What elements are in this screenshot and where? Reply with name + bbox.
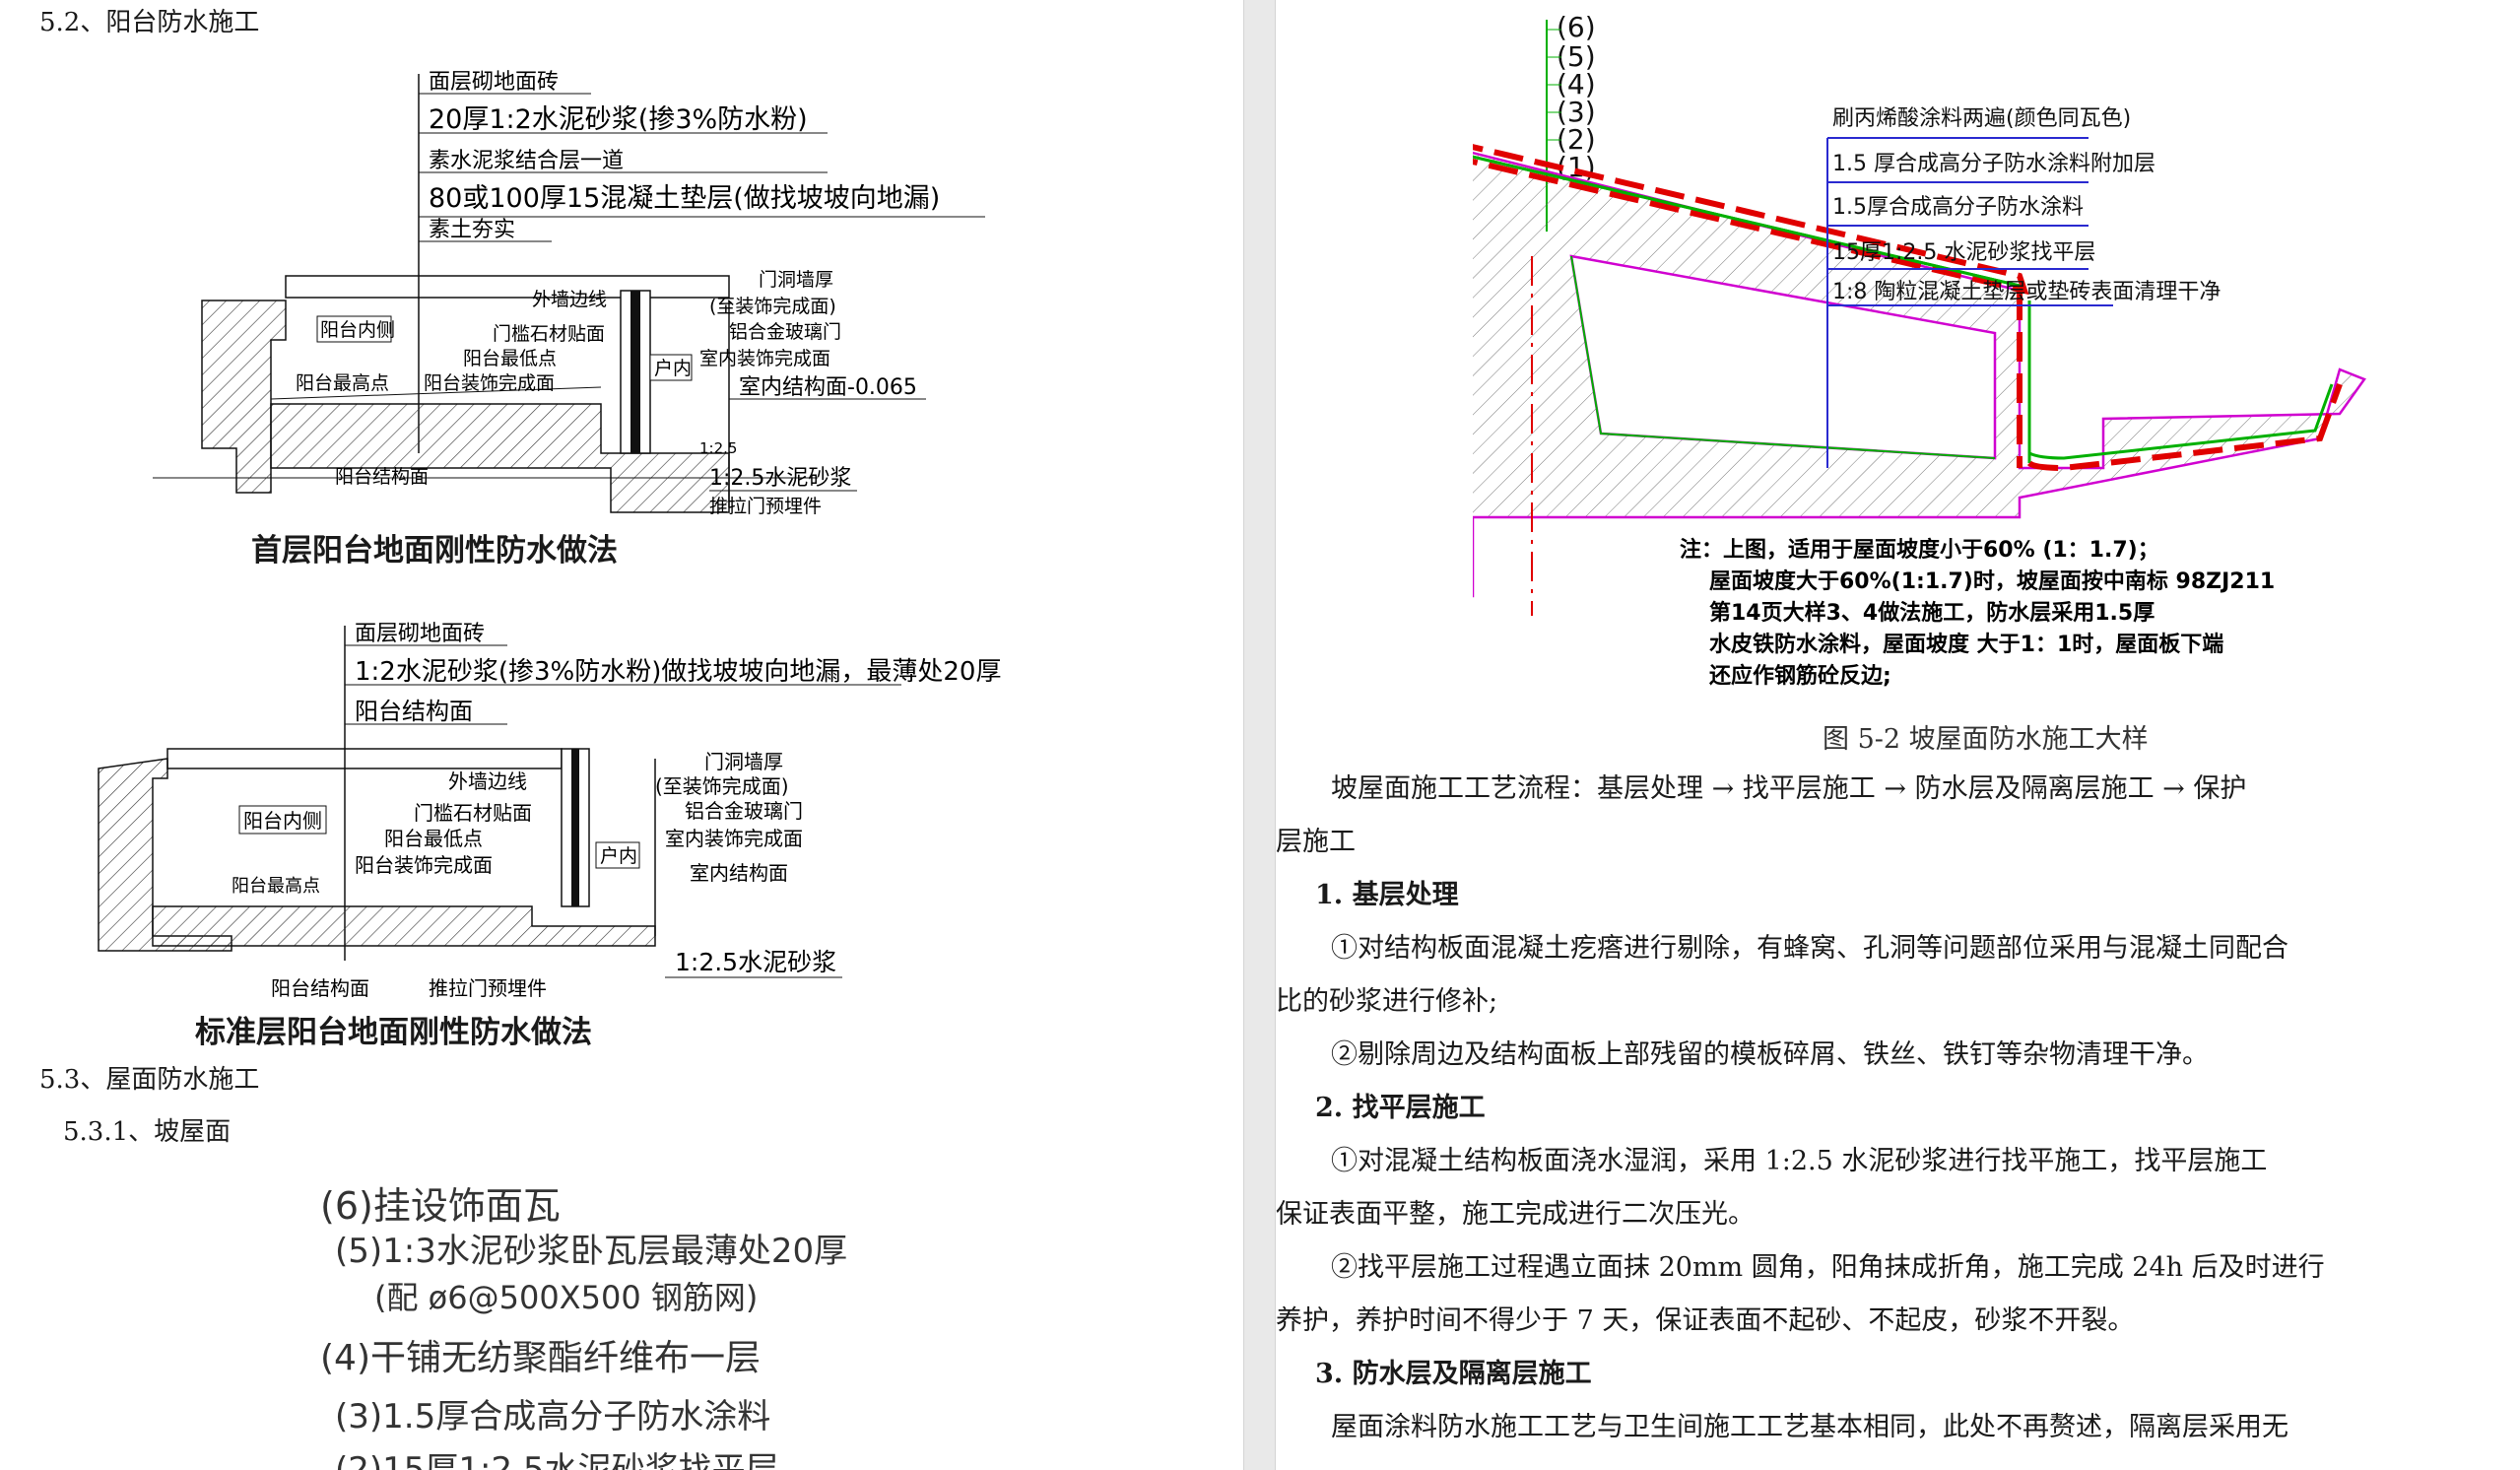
f1-label-embedded: 推拉门预埋件 xyxy=(709,496,822,517)
layer-6: (6)挂设饰面瓦 xyxy=(320,1184,561,1228)
f2-label-threshold: 门槛石材贴面 xyxy=(414,801,532,825)
s2-paragraph1-line2: 保证表面平整，施工完成进行二次压光。 xyxy=(1276,1199,1755,1230)
f1-label-inner: 阳台内侧 xyxy=(320,319,395,341)
layer-2: (2)15厚1:2.5水泥砂浆找平层 xyxy=(335,1450,779,1470)
fig3-label-1: 1.5 厚合成高分子防水涂料附加层 xyxy=(1832,152,2155,176)
f1-label-concrete: 80或100厚15混凝土垫层(做找坡坡向地漏) xyxy=(429,183,940,214)
fig3-label-2: 1.5厚合成高分子防水涂料 xyxy=(1832,195,2084,220)
s1-paragraph1-line2: 比的砂浆进行修补; xyxy=(1276,986,1498,1017)
layer-5-note: (配 ø6@500X500 钢筋网) xyxy=(374,1279,759,1316)
s2-paragraph1-line1: ①对混凝土结构板面浇水湿润，采用 1:2.5 水泥砂浆进行找平施工，找平层施工 xyxy=(1331,1146,2268,1176)
f1-label-slurry: 素水泥浆结合层一道 xyxy=(429,149,624,173)
fig3-note-1: 屋面坡度大于60%(1:1.7)时，坡屋面按中南标 98ZJ211 xyxy=(1709,568,2275,594)
s1-paragraph1-line1: ①对结构板面混凝土疙瘩进行剔除，有蜂窝、孔洞等问题部位采用与混凝土同配合 xyxy=(1331,933,2288,964)
s3-paragraph1-line1: 屋面涂料防水施工工艺与卫生间施工工艺基本相同，此处不再赘述，隔离层采用无 xyxy=(1331,1412,2288,1442)
f1-label-struct: 阳台结构面 xyxy=(335,466,429,488)
f2-label-alu-glass: 铝合金玻璃门 xyxy=(685,799,803,823)
f2-label-embedded: 推拉门预埋件 xyxy=(429,976,547,1000)
f1-label-threshold: 门槛石材贴面 xyxy=(493,323,605,345)
f2-label-struct-top: 阳台结构面 xyxy=(355,698,473,725)
layer-4: (4)干铺无纺聚酯纤维布一层 xyxy=(320,1338,761,1378)
f1-label-indoor-finish: 室内装饰完成面 xyxy=(699,348,830,369)
f2-label-finish: 阳台装饰完成面 xyxy=(355,853,493,877)
num-3: (3) xyxy=(1557,96,1596,128)
f1-label-highest: 阳台最高点 xyxy=(296,372,389,394)
f2-label-indoor-finish: 室内装饰完成面 xyxy=(665,827,803,850)
num-5: (5) xyxy=(1557,40,1596,73)
f2-label-lowest: 阳台最低点 xyxy=(384,827,483,850)
layer-numbers: (6) (5) (4) (3) (2) (1) xyxy=(1557,11,1596,183)
fig3-label-4: 1:8 陶粒混凝土垫层或垫砖表面清理干净 xyxy=(1832,280,2221,304)
f2-label-door-thick: 门洞墙厚 xyxy=(704,750,783,773)
flow-paragraph-line2: 层施工 xyxy=(1276,827,1356,857)
f1-label-finish: 阳台装饰完成面 xyxy=(424,372,555,394)
f2-label-indoor: 户内 xyxy=(600,845,637,867)
f2-label-highest: 阳台最高点 xyxy=(232,876,320,897)
right-page: (6) (5) (4) (3) (2) (1) 刷丙烯酸涂料两遍(颜色同瓦色) … xyxy=(1276,0,2520,1470)
fig3-note: 注：上图，适用于屋面坡度小于60% (1：1.7)； 屋面坡度大于60%(1:1… xyxy=(1680,537,2275,689)
fig2-caption: 标准层阳台地面刚性防水做法 xyxy=(195,1015,592,1050)
f1-label-door-thick: 门洞墙厚 xyxy=(759,269,833,291)
fig1-caption: 首层阳台地面刚性防水做法 xyxy=(251,533,618,568)
page-gutter xyxy=(1243,0,1276,1470)
fig3-label-0: 刷丙烯酸涂料两遍(颜色同瓦色) xyxy=(1832,106,2131,131)
layer-3: (3)1.5厚合成高分子防水涂料 xyxy=(335,1397,771,1437)
num-4: (4) xyxy=(1557,68,1596,100)
section-3-title: 3. 防水层及隔离层施工 xyxy=(1315,1359,1592,1389)
f1-label-indoor: 户内 xyxy=(654,358,692,379)
f2-label-tile: 面层砌地面砖 xyxy=(355,622,485,646)
fig1-balcony-ground-drawing: 面层砌地面砖 20厚1:2水泥砂浆(掺3%防水粉) 素水泥浆结合层一道 80或1… xyxy=(153,70,985,517)
f1-label-alu-glass: 铝合金玻璃门 xyxy=(729,321,841,343)
fig3-note-0: 注：上图，适用于屋面坡度小于60% (1：1.7)； xyxy=(1680,537,2159,563)
f1-label-ratio: 1:2.5 xyxy=(699,439,737,457)
s1-paragraph2: ②剔除周边及结构面板上部残留的模板碎屑、铁丝、铁钉等杂物清理干净。 xyxy=(1331,1039,2209,1070)
f2-label-indoor-struct: 室内结构面 xyxy=(690,861,788,885)
f1-label-mortar: 20厚1:2水泥砂浆(掺3%防水粉) xyxy=(429,104,808,135)
f1-label-mortar25: 1:2.5水泥砂浆 xyxy=(709,466,851,491)
fig3-slope-roof-drawing: (6) (5) (4) (3) (2) (1) 刷丙烯酸涂料两遍(颜色同瓦色) … xyxy=(1473,11,2366,689)
f2-label-struct: 阳台结构面 xyxy=(271,976,369,1000)
f2-label-inner: 阳台内侧 xyxy=(243,809,322,833)
heading-5-3: 5.3、屋面防水施工 xyxy=(39,1065,260,1095)
f2-label-to-finish: (至装饰完成面) xyxy=(655,774,789,798)
f1-label-to-finish: (至装饰完成面) xyxy=(709,296,836,317)
f1-label-soil: 素土夯实 xyxy=(429,218,515,242)
heading-5-2: 5.2、阳台防水施工 xyxy=(39,8,260,37)
fig3-label-3: 15厚1:2.5 水泥砂浆找平层 xyxy=(1832,240,2095,265)
layer-5: (5)1:3水泥砂浆卧瓦层最薄处20厚 xyxy=(335,1232,848,1271)
f1-label-indoor-struct: 室内结构面-0.065 xyxy=(739,375,917,400)
f2-label-wall-edge: 外墙边线 xyxy=(448,769,527,793)
section-2-title: 2. 找平层施工 xyxy=(1315,1093,1486,1123)
s2-paragraph2-line2: 养护，养护时间不得少于 7 天，保证表面不起砂、不起皮，砂浆不开裂。 xyxy=(1276,1305,2135,1336)
num-6: (6) xyxy=(1557,11,1596,43)
fig3-note-3: 水皮铁防水涂料，屋面坡度 大于1：1时，屋面板下端 xyxy=(1709,632,2223,657)
fig-5-2-caption: 图 5-2 坡屋面防水施工大样 xyxy=(1823,724,2149,755)
flow-paragraph-line1: 坡屋面施工工艺流程：基层处理 → 找平层施工 → 防水层及隔离层施工 → 保护 xyxy=(1331,773,2247,804)
section-1-title: 1. 基层处理 xyxy=(1315,880,1459,910)
f1-label-wall-edge: 外墙边线 xyxy=(532,289,607,310)
heading-5-3-1: 5.3.1、坡屋面 xyxy=(63,1117,232,1147)
layer-labels: 刷丙烯酸涂料两遍(颜色同瓦色) 1.5 厚合成高分子防水涂料附加层 1.5厚合成… xyxy=(1832,106,2221,304)
fig2-balcony-standard-drawing: 面层砌地面砖 1:2水泥砂浆(掺3%防水粉)做找坡坡向地漏，最薄处20厚 阳台结… xyxy=(98,622,1001,1000)
fig3-note-4: 还应作钢筋砼反边; xyxy=(1708,663,1891,689)
s2-paragraph2-line1: ②找平层施工过程遇立面抹 20mm 圆角，阳角抹成折角，施工完成 24h 后及时… xyxy=(1331,1252,2325,1283)
num-2: (2) xyxy=(1557,123,1596,156)
fig3-note-2: 第14页大样3、4做法施工，防水层采用1.5厚 xyxy=(1709,600,2155,626)
f2-label-mortar25: 1:2.5水泥砂浆 xyxy=(675,948,836,976)
left-page: 5.2、阳台防水施工 面层砌地面砖 20厚1:2水泥砂浆(掺3%防水粉) 素水泥… xyxy=(0,0,1243,1470)
f1-label-lowest: 阳台最低点 xyxy=(463,348,557,369)
f2-label-mortar: 1:2水泥砂浆(掺3%防水粉)做找坡坡向地漏，最薄处20厚 xyxy=(355,657,1001,687)
f1-label-tile: 面层砌地面砖 xyxy=(429,70,559,95)
